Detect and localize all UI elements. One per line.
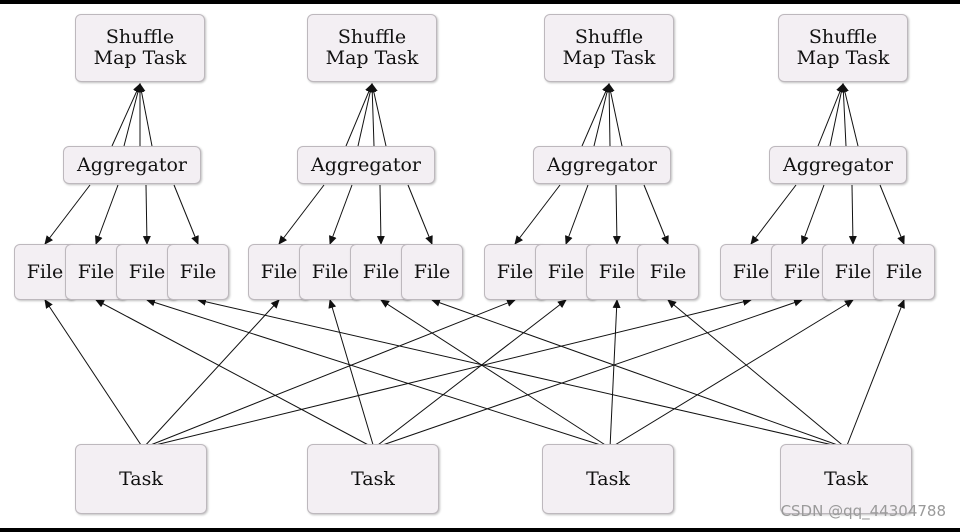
task-label: Task xyxy=(824,467,868,490)
shuffle-map-task-2: Shuffle Map Task xyxy=(307,14,437,82)
shuffle-map-task-1: Shuffle Map Task xyxy=(75,14,205,82)
arrow-agg-to-file-3-3 xyxy=(612,184,621,245)
aggregator-4: Aggregator xyxy=(769,146,907,184)
arrow-task-2-to-file-2 xyxy=(328,299,375,449)
file-2-4: File xyxy=(401,244,463,300)
aggregator-label: Aggregator xyxy=(546,153,658,176)
map-task-label-line2: Map Task xyxy=(796,47,890,69)
map-task-label-line1: Shuffle xyxy=(574,26,644,48)
aggregator-label: Aggregator xyxy=(310,153,422,176)
arrow-agg-to-map-2-3 xyxy=(368,83,377,147)
arrow-agg-to-map-1-1 xyxy=(111,83,141,147)
arrow-agg-to-map-2-1 xyxy=(345,83,373,147)
arrow-agg-to-map-3-4 xyxy=(606,83,623,147)
task-2: Task xyxy=(307,444,439,514)
file-label: File xyxy=(77,260,115,283)
arrow-agg-to-file-2-2 xyxy=(329,184,353,245)
arrow-agg-to-file-1-2 xyxy=(95,184,119,245)
arrow-agg-to-file-3-2 xyxy=(565,184,589,245)
arrow-task-2-to-file-1 xyxy=(95,299,375,449)
file-1-4: File xyxy=(167,244,229,300)
file-label: File xyxy=(783,260,821,283)
task-3: Task xyxy=(542,444,674,514)
task-label: Task xyxy=(586,467,630,490)
arrow-agg-to-map-1-4 xyxy=(137,83,153,147)
arrow-task-4-to-file-1 xyxy=(197,297,847,449)
arrow-agg-to-map-2-2 xyxy=(357,83,375,147)
file-3-4: File xyxy=(637,244,699,300)
arrow-agg-to-file-1-3 xyxy=(142,184,151,245)
arrow-task-4-to-file-4 xyxy=(845,299,905,449)
arrow-agg-to-map-3-3 xyxy=(605,83,614,147)
arrow-agg-to-map-1-2 xyxy=(123,83,142,147)
arrow-task-1-to-file-2 xyxy=(142,299,280,449)
arrow-agg-to-file-2-3 xyxy=(376,184,385,245)
map-task-label-line2: Map Task xyxy=(93,47,187,69)
task-1: Task xyxy=(75,444,207,514)
arrow-agg-to-file-2-1 xyxy=(278,184,325,245)
aggregator-label: Aggregator xyxy=(76,153,188,176)
task-label: Task xyxy=(351,467,395,490)
file-label: File xyxy=(179,260,217,283)
arrow-task-1-to-file-4 xyxy=(142,298,752,449)
file-label: File xyxy=(649,260,687,283)
arrow-agg-to-file-2-4 xyxy=(407,184,433,245)
arrow-task-4-to-file-2 xyxy=(431,298,847,449)
file-label: File xyxy=(547,260,585,283)
arrow-agg-to-file-3-1 xyxy=(514,184,561,245)
arrow-agg-to-file-4-1 xyxy=(750,184,797,245)
arrow-agg-to-map-3-1 xyxy=(581,83,610,147)
map-task-label-line2: Map Task xyxy=(325,47,419,69)
arrow-task-2-to-file-4 xyxy=(373,298,803,449)
aggregator-3: Aggregator xyxy=(533,146,671,184)
aggregator-label: Aggregator xyxy=(782,153,894,176)
file-label: File xyxy=(413,260,451,283)
map-task-label-line1: Shuffle xyxy=(808,26,878,48)
arrow-agg-to-file-3-4 xyxy=(643,184,669,245)
arrow-agg-to-file-4-3 xyxy=(848,184,857,245)
file-label: File xyxy=(598,260,636,283)
map-task-label-line1: Shuffle xyxy=(337,26,407,48)
arrow-task-3-to-file-2 xyxy=(380,299,611,449)
map-task-label-line1: Shuffle xyxy=(105,26,175,48)
arrow-task-3-to-file-4 xyxy=(609,299,854,449)
diagram-canvas: Shuffle Map Task Aggregator File File Fi… xyxy=(0,4,960,528)
arrow-task-1-to-file-3 xyxy=(142,299,516,449)
task-4: Task xyxy=(780,444,912,514)
arrow-agg-to-file-1-1 xyxy=(44,184,91,245)
watermark: CSDN @qq_44304788 xyxy=(780,502,946,520)
arrow-agg-to-file-4-4 xyxy=(879,184,905,245)
arrow-task-3-to-file-1 xyxy=(146,298,611,449)
arrow-task-3-to-file-3 xyxy=(609,299,621,449)
aggregator-2: Aggregator xyxy=(297,146,435,184)
shuffle-map-task-3: Shuffle Map Task xyxy=(544,14,674,82)
file-label: File xyxy=(834,260,872,283)
file-label: File xyxy=(732,260,770,283)
file-label: File xyxy=(362,260,400,283)
arrow-agg-to-map-4-4 xyxy=(840,83,859,147)
arrow-agg-to-map-3-2 xyxy=(593,83,612,147)
arrow-task-1-to-file-1 xyxy=(44,299,144,449)
arrow-task-2-to-file-3 xyxy=(373,299,567,449)
arrow-agg-to-map-4-1 xyxy=(817,83,844,147)
file-label: File xyxy=(311,260,349,283)
file-label: File xyxy=(260,260,298,283)
arrow-agg-to-map-2-4 xyxy=(369,83,387,147)
file-label: File xyxy=(496,260,534,283)
file-4-4: File xyxy=(873,244,935,300)
aggregator-1: Aggregator xyxy=(63,146,201,184)
file-label: File xyxy=(26,260,64,283)
arrow-task-4-to-file-3 xyxy=(667,299,847,449)
arrow-agg-to-file-4-2 xyxy=(801,184,825,245)
arrow-layer xyxy=(44,83,905,449)
task-label: Task xyxy=(119,467,163,490)
shuffle-map-task-4: Shuffle Map Task xyxy=(778,14,908,82)
map-task-label-line2: Map Task xyxy=(562,47,656,69)
arrow-agg-to-map-4-3 xyxy=(839,83,848,147)
file-label: File xyxy=(885,260,923,283)
arrow-agg-to-file-1-4 xyxy=(173,184,199,245)
file-label: File xyxy=(128,260,166,283)
arrow-agg-to-map-4-2 xyxy=(829,83,846,147)
